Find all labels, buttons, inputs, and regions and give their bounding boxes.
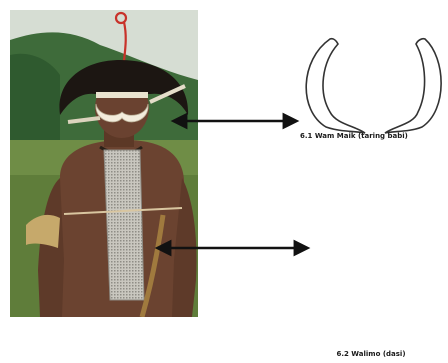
wam-maik-illustration	[306, 39, 441, 133]
dani-man-photo	[10, 10, 198, 317]
caption-walimo: 6.2 Walimo (dasi)	[311, 350, 431, 358]
caption-wam-maik: 6.1 Wam Maik (taring babi)	[300, 132, 448, 140]
walimo-tie	[104, 150, 144, 300]
